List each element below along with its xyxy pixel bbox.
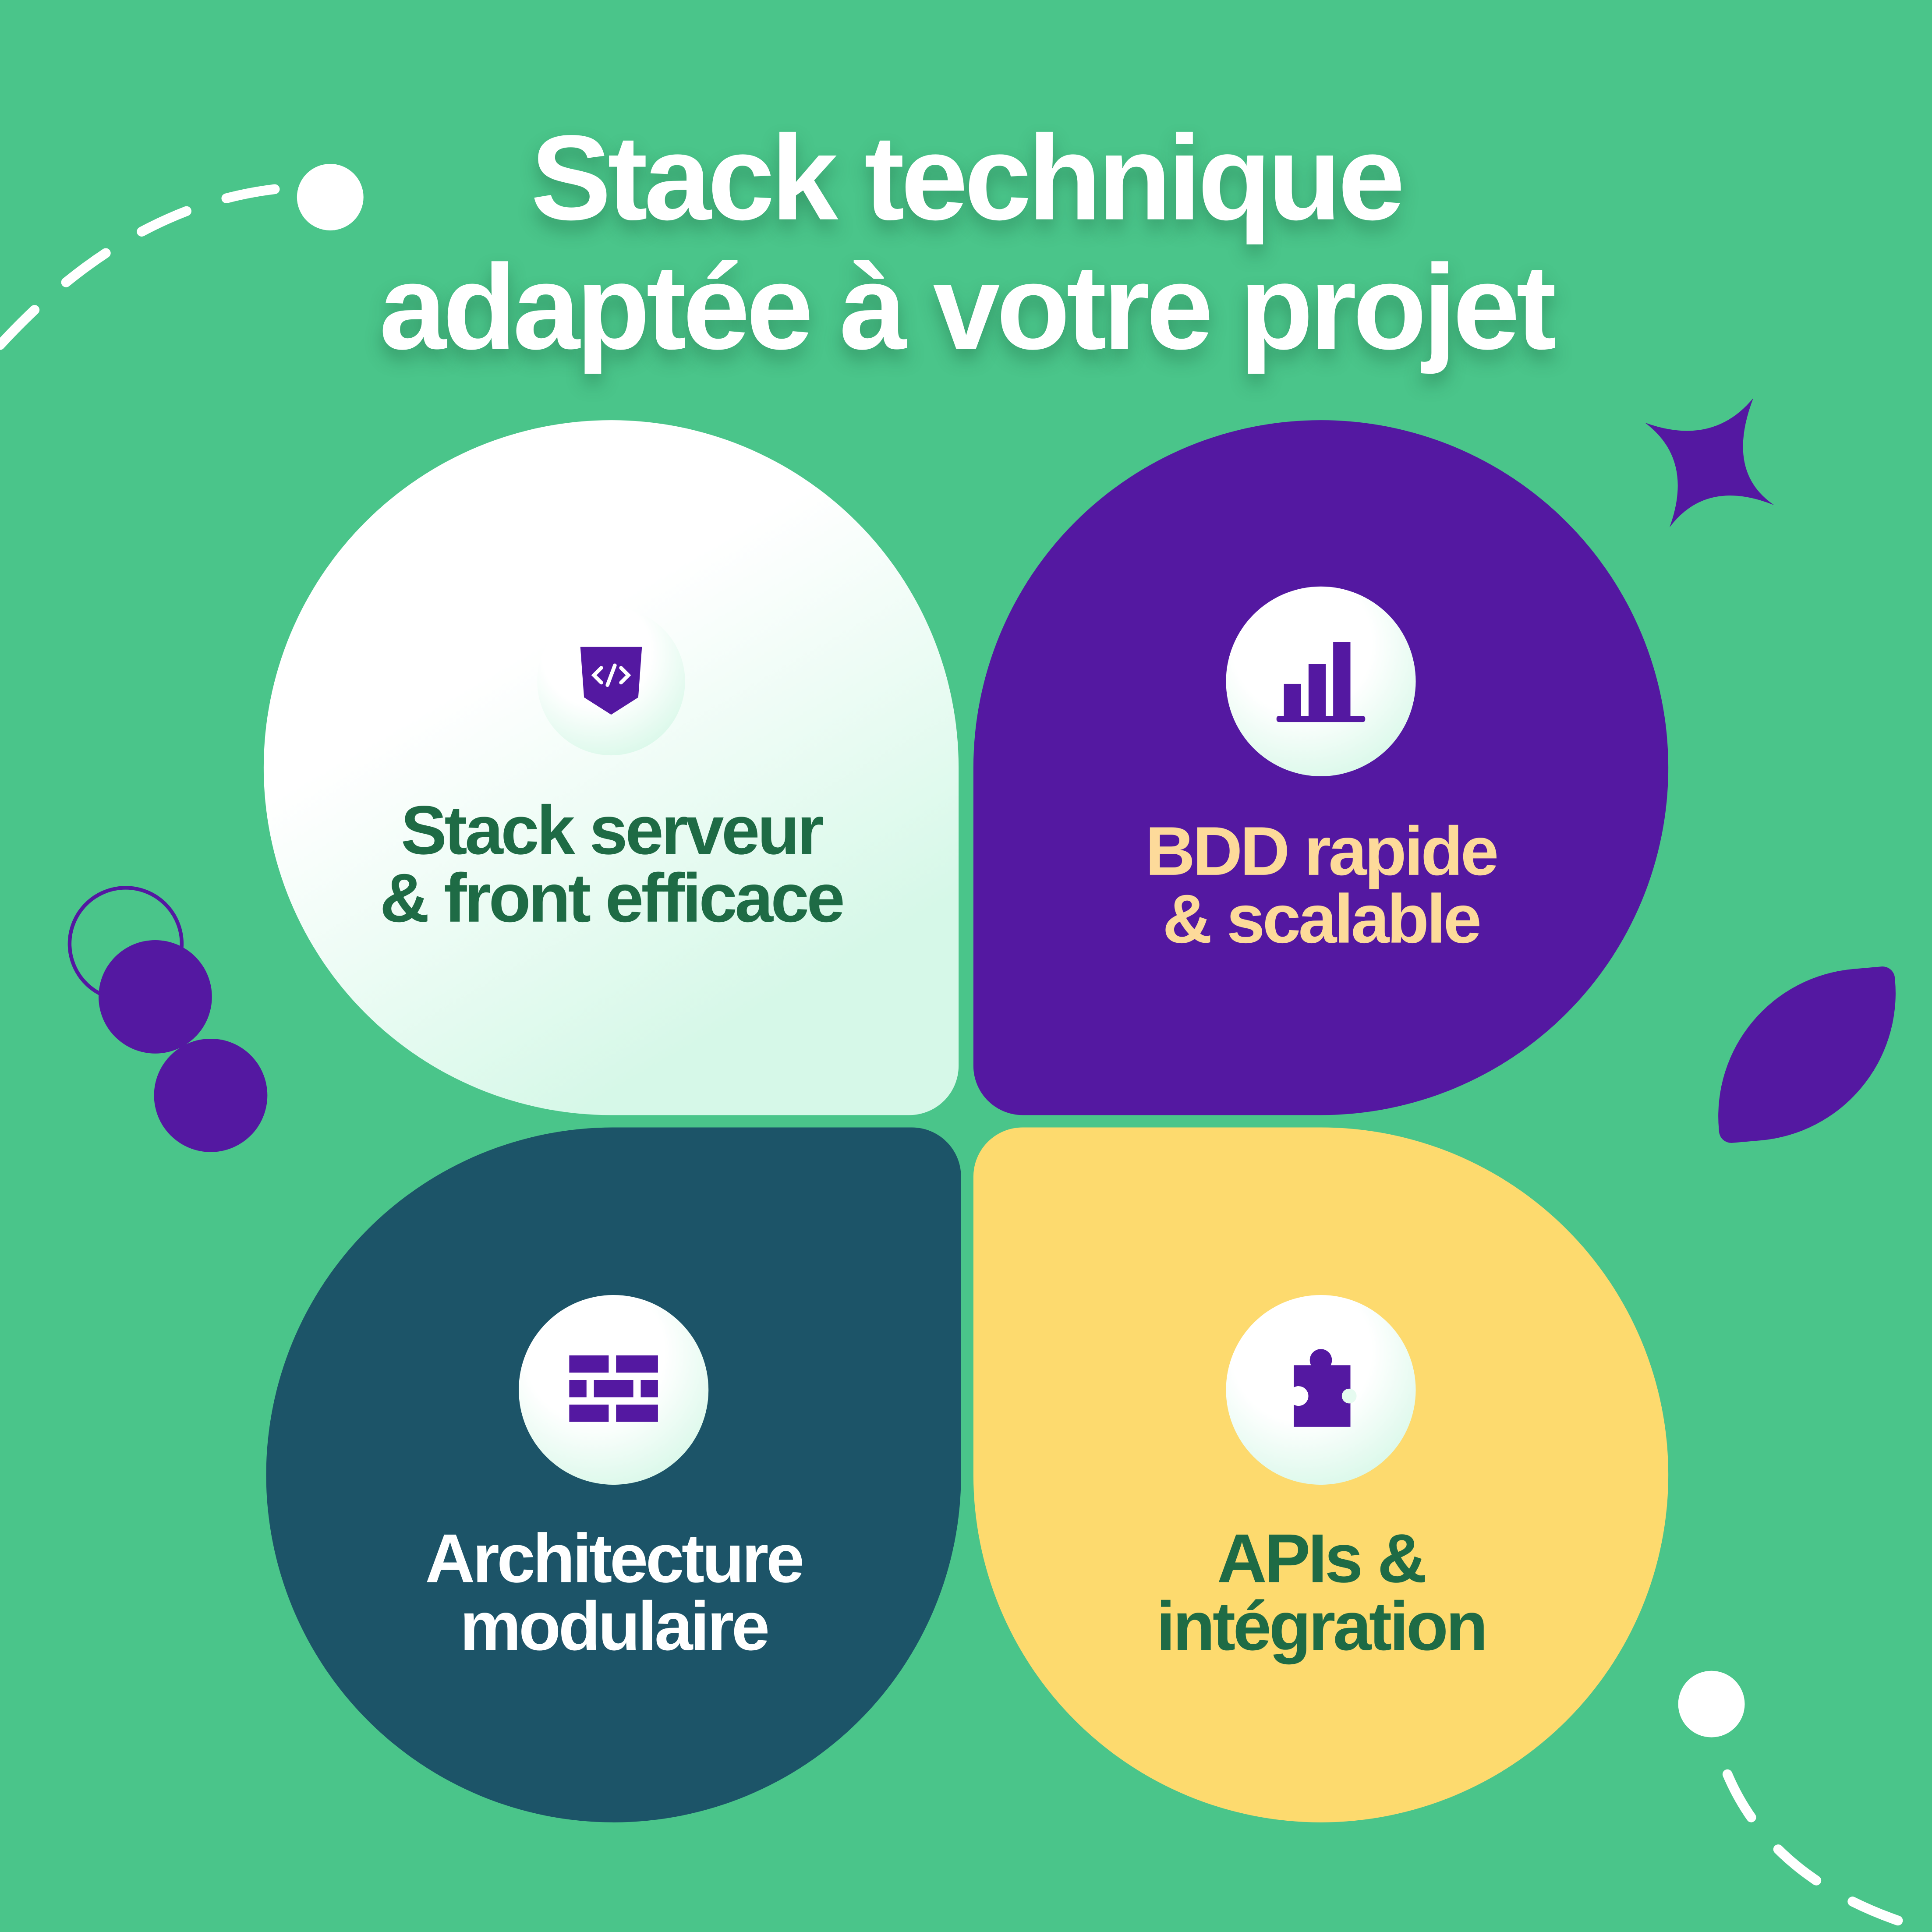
dashed-arc-bottom-right (1722, 1769, 1927, 1932)
card-label-line1: Architecture (425, 1519, 804, 1597)
icon-circle (537, 607, 685, 756)
title-line-1: Stack technique (531, 110, 1405, 245)
card-label-line2: modulaire (460, 1587, 770, 1665)
purple-leaf (1706, 965, 1908, 1144)
code-badge-icon (580, 647, 642, 715)
card-stack-serveur: Stack serveur & front efficace (263, 420, 959, 1115)
card-label-line1: Stack serveur (400, 791, 824, 869)
card-label-line2: intégration (1156, 1587, 1488, 1665)
puzzle-piece-icon (1294, 1349, 1357, 1427)
card-label-line2: & front efficace (379, 859, 845, 937)
sparkle-icon (1645, 398, 1774, 527)
title-line-2: adaptée à votre projet (379, 239, 1557, 375)
icon-circle (1226, 1295, 1416, 1485)
icon-circle (519, 1295, 709, 1485)
dashed-arc-top-left (0, 182, 301, 350)
card-label-line2: & scalable (1162, 880, 1482, 958)
icon-circle (1226, 586, 1416, 776)
card-architecture: Architecture modulaire (266, 1127, 961, 1822)
purple-circle-1 (99, 940, 212, 1054)
bar-chart-icon (1276, 642, 1366, 722)
purple-circle-2 (154, 1038, 268, 1152)
card-apis: APIs & intégration (973, 1127, 1669, 1822)
card-label-line1: BDD rapide (1145, 812, 1499, 890)
card-bdd: BDD rapide & scalable (973, 420, 1669, 1115)
white-dot-bottom (1678, 1670, 1745, 1737)
brick-wall-icon (569, 1355, 658, 1422)
white-dot-top (297, 164, 364, 230)
card-label-line1: APIs & (1217, 1519, 1427, 1597)
